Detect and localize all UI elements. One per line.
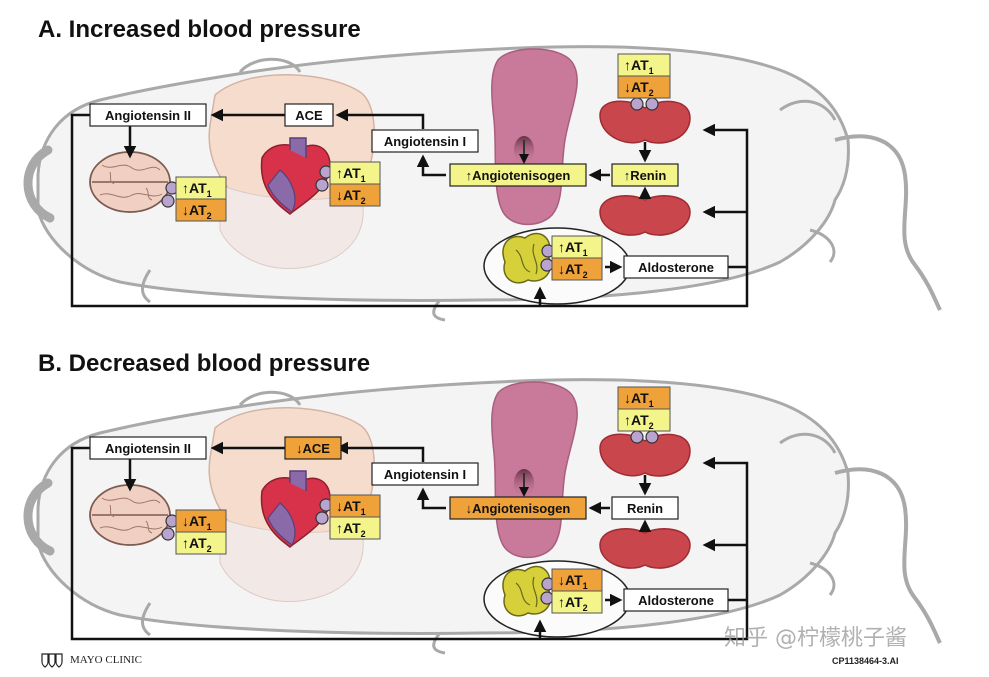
adrenal-receptor-1: ↑AT1 bbox=[558, 239, 588, 258]
angiotensin-i-label: Angiotensin I bbox=[384, 467, 466, 482]
angiotensinogen-label: ↓Angiotenisogen bbox=[466, 501, 571, 516]
kidney-receptor-1: ↓AT1 bbox=[624, 390, 654, 409]
aldosterone-label: Aldosterone bbox=[638, 260, 714, 275]
ace-box bbox=[284, 103, 334, 127]
kidney-receptor-1: ↑AT1 bbox=[624, 57, 654, 76]
ace-label: ↓ACE bbox=[296, 441, 330, 456]
brain-receptor-1: ↑AT1 bbox=[182, 180, 212, 199]
watermark: 知乎 @柠檬桃子酱 bbox=[724, 626, 907, 651]
figure-code: CP1138464-3.AI bbox=[832, 656, 899, 666]
kidney-receptor-2: ↑AT2 bbox=[624, 412, 654, 431]
adrenal-receptor-1: ↓AT1 bbox=[558, 572, 588, 591]
angiotensin-i-label: Angiotensin I bbox=[384, 134, 466, 149]
shield-icon bbox=[41, 653, 63, 668]
panel-a: Angiotensin II ACE Angiotensin I ↑Angiot… bbox=[89, 53, 729, 281]
adrenal-receptor-2: ↓AT2 bbox=[558, 261, 588, 280]
brain-receptor-2: ↓AT2 bbox=[182, 202, 212, 221]
heart-receptor-2: ↓AT2 bbox=[336, 187, 366, 206]
heart-receptor-1: ↓AT1 bbox=[336, 498, 366, 517]
angiotensin-ii-label: Angiotensin II bbox=[105, 441, 191, 456]
panel-b: Angiotensin II ↓ACE Angiotensin I ↓Angio… bbox=[89, 386, 729, 614]
angiotensinogen-box bbox=[449, 496, 587, 520]
angiotensinogen-box bbox=[449, 163, 587, 187]
angiotensinogen-label: ↑Angiotenisogen bbox=[466, 168, 571, 183]
kidney-receptor-2: ↓AT2 bbox=[624, 79, 654, 98]
panel-a-title: A. Increased blood pressure bbox=[38, 16, 361, 43]
mayo-clinic-logo: MAYO CLINIC bbox=[40, 652, 142, 668]
aldosterone-label: Aldosterone bbox=[638, 593, 714, 608]
adrenal-receptor-2: ↑AT2 bbox=[558, 594, 588, 613]
heart-receptor-1: ↑AT1 bbox=[336, 165, 366, 184]
renin-box bbox=[611, 496, 679, 520]
renin-label: Renin bbox=[627, 501, 663, 516]
brain-receptor-2: ↑AT2 bbox=[182, 535, 212, 554]
panel-b-title: B. Decreased blood pressure bbox=[38, 350, 371, 377]
angiotensin-ii-label: Angiotensin II bbox=[105, 108, 191, 123]
logo-text: MAYO CLINIC bbox=[70, 654, 143, 666]
renin-label: ↑Renin bbox=[624, 168, 667, 183]
ace-box bbox=[284, 436, 342, 460]
renin-box bbox=[611, 163, 679, 187]
ace-label: ACE bbox=[295, 108, 323, 123]
brain-receptor-1: ↓AT1 bbox=[182, 513, 212, 532]
heart-receptor-2: ↑AT2 bbox=[336, 520, 366, 539]
